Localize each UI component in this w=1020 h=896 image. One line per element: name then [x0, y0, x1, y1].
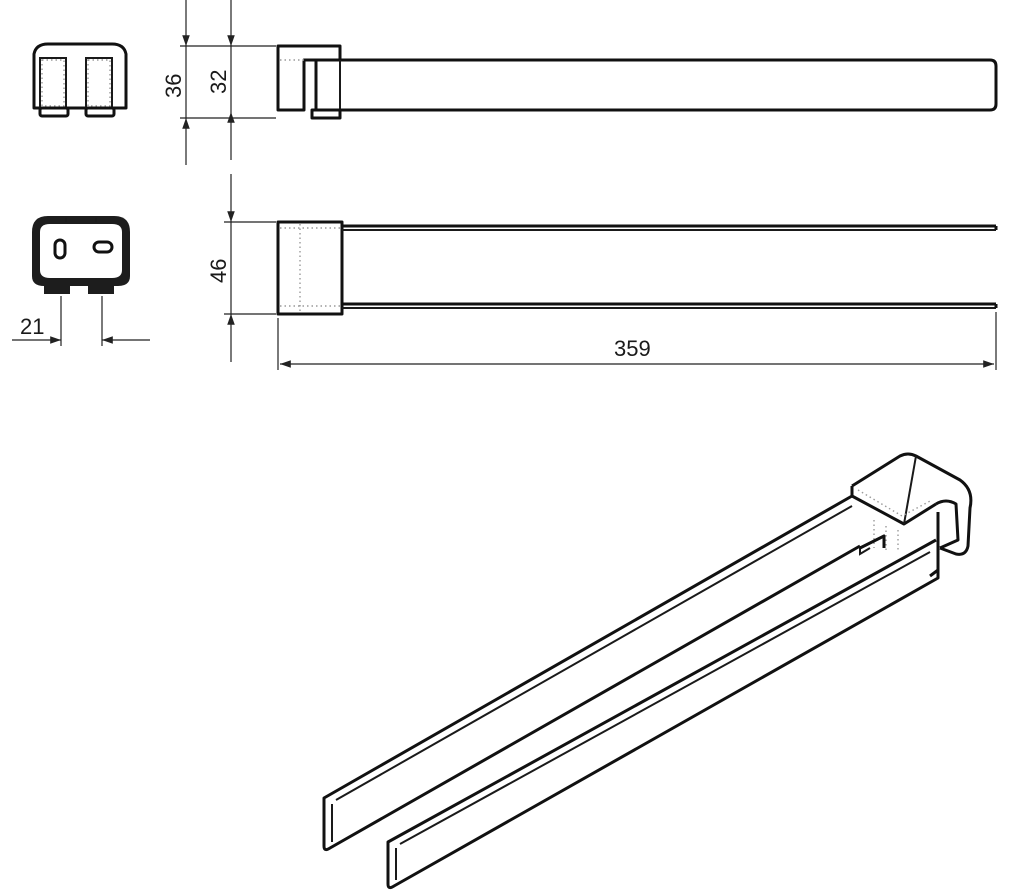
- dimension-length: 359: [277, 312, 997, 370]
- dimension-bracket-width: 21: [12, 296, 150, 346]
- end-view-upper: [32, 42, 128, 118]
- dimension-label-depth: 46: [206, 259, 231, 283]
- isometric-view: [322, 452, 973, 890]
- dimension-height: 36 32: [161, 0, 276, 165]
- end-view-lower: [32, 216, 130, 294]
- top-view: [276, 220, 998, 316]
- dimension-label-height-outer: 36: [161, 74, 186, 98]
- dimension-label-length: 359: [614, 336, 651, 361]
- side-view: [276, 44, 998, 120]
- dimension-label-height-inner: 32: [206, 70, 231, 94]
- dimension-depth: 46: [206, 174, 276, 362]
- dimension-label-bracket-width: 21: [20, 314, 44, 339]
